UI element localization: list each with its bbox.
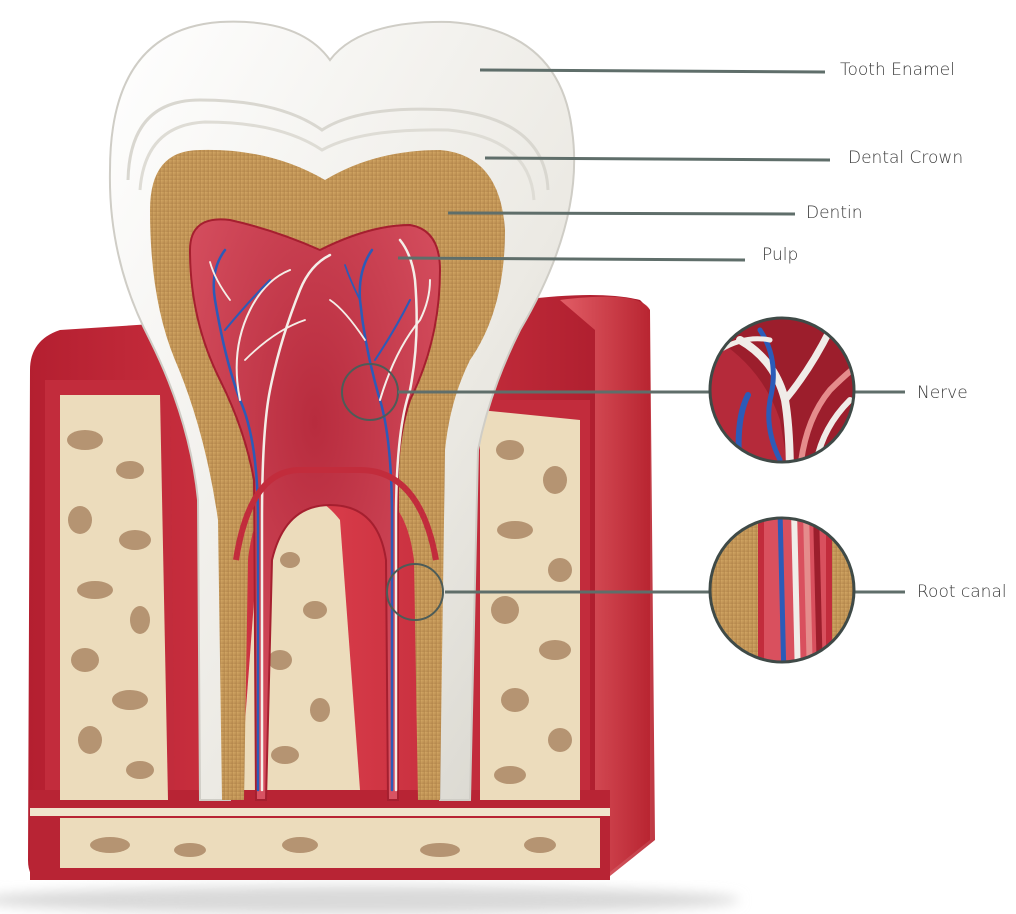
label-root-canal: Root canal	[917, 582, 1007, 602]
label-nerve: Nerve	[917, 383, 968, 403]
label-pulp: Pulp	[762, 245, 798, 265]
label-dental-crown: Dental Crown	[848, 148, 963, 168]
label-dentin: Dentin	[806, 203, 863, 223]
label-tooth-enamel: Tooth Enamel	[840, 60, 955, 80]
root-canal-zoom-inset	[700, 510, 870, 680]
nerve-zoom-inset	[700, 310, 870, 480]
